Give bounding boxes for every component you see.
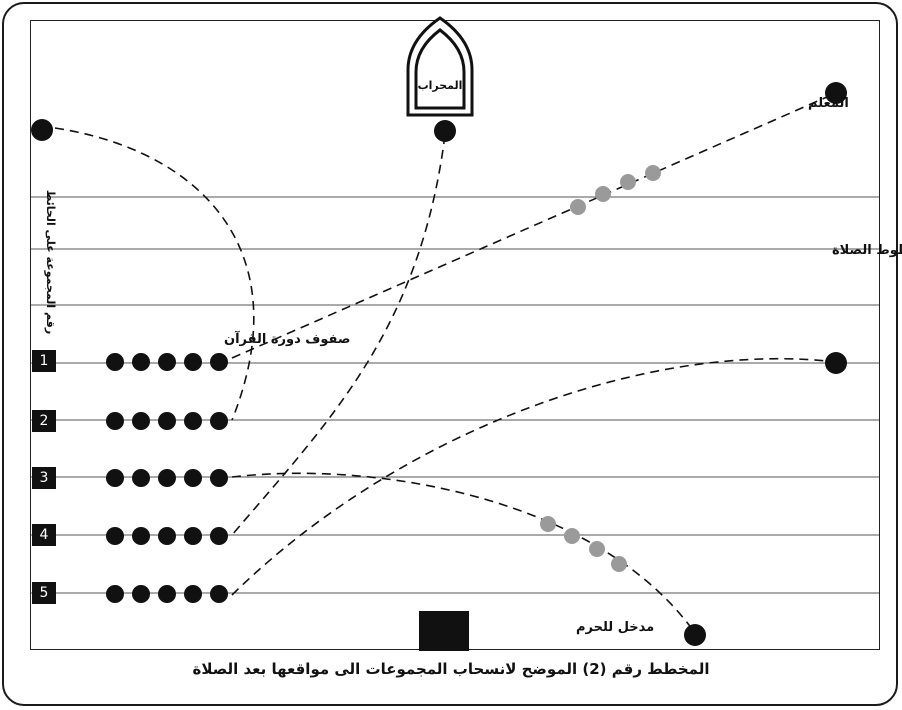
path-group-5 [231,357,837,596]
prayer-lines-label: خطوط الصلاة [832,243,902,258]
student-dot [106,585,124,603]
student-dot [132,585,150,603]
student-dot [158,469,176,487]
quran-rows-label: صفوف دورة القرآن [224,330,350,347]
student-dot [158,412,176,430]
endpoints [31,82,847,646]
teacher-label: المعلم [808,96,849,111]
endpoint-mihrab [434,120,456,142]
student-dot [210,585,228,603]
path-group-3 [231,472,696,634]
path-group-2 [54,127,255,421]
path-group-4 [231,134,446,536]
group-number-badge: 2 [32,410,56,432]
diagram-caption: المخطط رقم (2) الموضح لانسحاب المجموعات … [192,660,710,678]
haram-entrance-label: مدخل للحرم [576,620,654,635]
quran-rows [106,353,228,603]
student-dot [184,527,202,545]
student-dot [210,412,228,430]
endpoint-left [31,119,53,141]
group-number-badge: 3 [32,467,56,489]
student-dot [158,527,176,545]
haram-entrance-block [419,611,469,651]
group-number-badge: 4 [32,524,56,546]
student-dot [132,469,150,487]
endpoint-right [825,352,847,374]
student-dot [158,353,176,371]
student-dot [184,353,202,371]
student-dot [132,412,150,430]
student-dot [132,527,150,545]
student-dot [184,412,202,430]
student-dot [106,527,124,545]
student-dot [106,469,124,487]
mihrab-label: المحراب [418,79,463,92]
endpoint-teacher [825,82,847,104]
group-number-badge: 1 [32,350,56,372]
group-number-badge: 5 [32,582,56,604]
student-dot [210,527,228,545]
wall-group-number-label: رقم المجموعة على الحائط [44,190,57,334]
mihrab-icon [406,16,474,117]
student-dot [210,469,228,487]
student-dot [210,353,228,371]
student-dot [184,585,202,603]
movement-paths [54,92,837,634]
prayer-lines [31,196,879,594]
student-dot [106,412,124,430]
student-dot [158,585,176,603]
path-group-1 [231,92,837,359]
student-dot [132,353,150,371]
student-dot [184,469,202,487]
endpoint-bottom [684,624,706,646]
student-dot [106,353,124,371]
gray-dots [540,165,661,572]
